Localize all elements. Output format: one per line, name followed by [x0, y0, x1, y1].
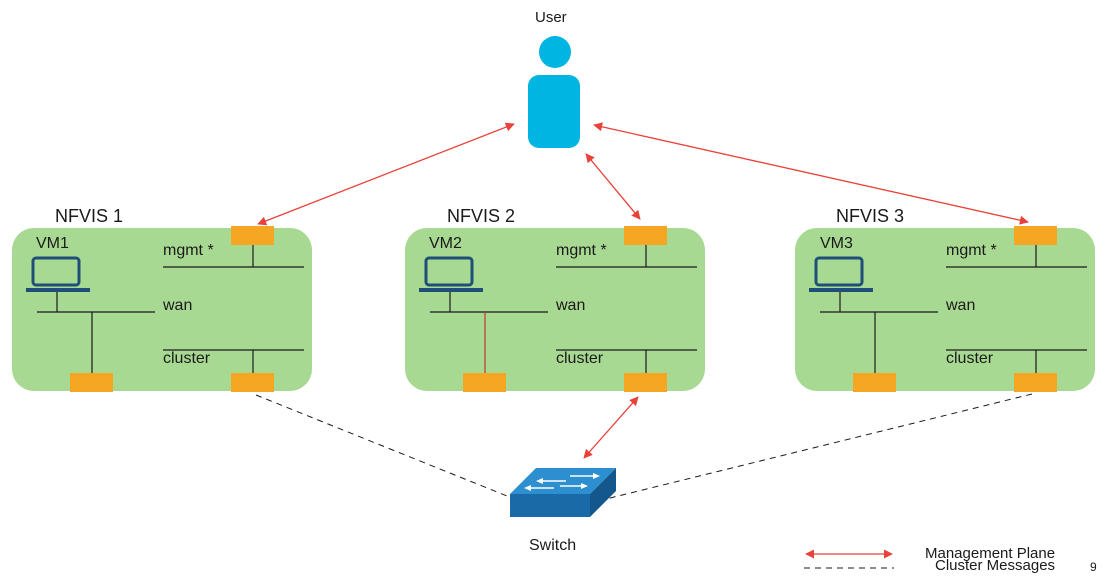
vm-label-1: VM1	[36, 235, 69, 252]
vm-label-3: VM3	[820, 235, 853, 252]
switch-label: Switch	[529, 537, 577, 554]
cluster-label-1: cluster	[163, 350, 211, 367]
node-title-2: NFVIS 2	[447, 206, 516, 226]
mgmt-arrow-nfvis3	[593, 122, 1029, 225]
mgmt-arrow-nfvis2	[585, 153, 641, 220]
vm-label-2: VM2	[429, 235, 462, 252]
mgmt-port	[231, 226, 274, 245]
cluster-label-3: cluster	[946, 350, 994, 367]
mgmt-label-2: mgmt *	[556, 242, 607, 259]
laptop-icon	[26, 256, 90, 292]
nfvis-node-1	[12, 226, 312, 392]
cluster-link-nfvis1	[255, 394, 513, 499]
wan-label-1: wan	[163, 297, 193, 314]
cluster-link-nfvis3	[605, 393, 1033, 500]
vm-port	[463, 373, 506, 392]
user-icon	[528, 36, 580, 148]
wan-label-2: wan	[556, 297, 586, 314]
node-title-3: NFVIS 3	[836, 206, 905, 226]
mgmt-arrow-switch	[583, 396, 639, 459]
nfvis-node-2	[405, 226, 705, 392]
vm-port	[853, 373, 896, 392]
node-title-1: NFVIS 1	[55, 206, 124, 226]
network-switch-icon	[510, 468, 616, 517]
wan-label-3: wan	[946, 297, 976, 314]
cluster-port	[231, 373, 274, 392]
laptop-icon	[419, 256, 483, 292]
cluster-port	[624, 373, 667, 392]
user-label: User	[535, 9, 567, 26]
mgmt-arrow-nfvis1	[257, 122, 515, 226]
corner-mark: 9	[1090, 560, 1097, 574]
cluster-port	[1014, 373, 1057, 392]
nfvis-node-3	[795, 226, 1095, 392]
legend-management-label: Management Plane	[925, 545, 1056, 562]
mgmt-label-3: mgmt *	[946, 242, 997, 259]
mgmt-label-1: mgmt *	[163, 242, 214, 259]
vm-port	[70, 373, 113, 392]
laptop-icon	[809, 256, 873, 292]
cluster-label-2: cluster	[556, 350, 604, 367]
legend-cluster-label: Cluster Messages	[935, 557, 1056, 574]
mgmt-port	[1014, 226, 1057, 245]
mgmt-port	[624, 226, 667, 245]
